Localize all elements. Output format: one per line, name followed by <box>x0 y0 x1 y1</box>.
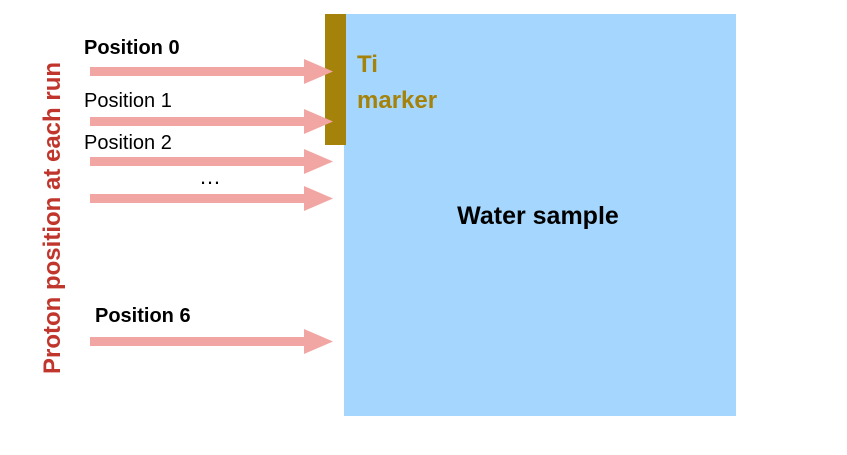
position-1-label: Position 1 <box>84 90 172 112</box>
position-0-label: Position 0 <box>84 37 180 59</box>
arrow-6 <box>90 329 333 354</box>
ti-marker-label-line1: Ti <box>357 51 378 78</box>
ti-marker-label-line2: marker <box>357 87 437 114</box>
arrow-3 <box>90 186 333 211</box>
position-6-label: Position 6 <box>95 305 191 327</box>
ellipsis: … <box>199 164 221 189</box>
side-label: Proton position at each run <box>39 62 66 374</box>
ti-marker <box>325 14 346 145</box>
water-sample <box>344 14 736 416</box>
arrow-0 <box>90 59 333 84</box>
arrow-2 <box>90 149 333 174</box>
water-sample-label: Water sample <box>457 202 619 230</box>
position-2-label: Position 2 <box>84 132 172 154</box>
arrow-1 <box>90 109 333 134</box>
